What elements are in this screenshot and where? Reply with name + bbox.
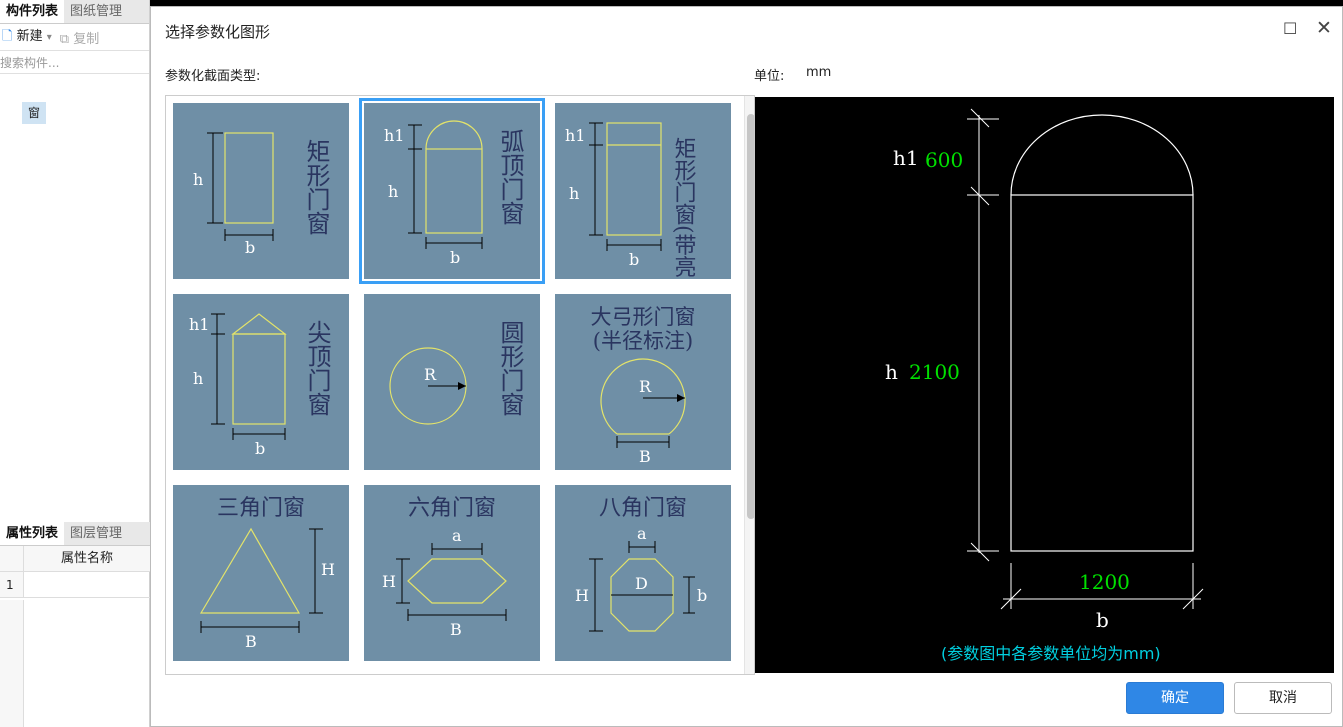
dim-h1: h1 — [565, 126, 585, 145]
shape-tile-triangle[interactable]: H B 三角门窗 — [173, 485, 349, 661]
preview-unit-note: (参数图中各参数单位均为mm) — [941, 644, 1161, 663]
component-panel: 构件列表 图纸管理 🗋 新建 ▾ ⧉ 复制 搜索构件... 窗 属性列表 图层管… — [0, 0, 150, 727]
shape-title: 三角门窗 — [217, 496, 305, 521]
preview-h1-value: 600 — [925, 148, 963, 172]
dim-b: b — [697, 586, 707, 605]
scrollbar-thumb[interactable] — [747, 114, 754, 519]
new-label: 新建 — [16, 29, 43, 44]
dim-B: B — [639, 447, 651, 466]
dim-b: b — [629, 250, 639, 269]
new-button[interactable]: 🗋 新建 ▾ — [2, 25, 52, 49]
component-tabs: 构件列表 图纸管理 — [0, 0, 149, 24]
shape-title: 六角门窗 — [408, 496, 496, 521]
property-tabs: 属性列表 图层管理 — [0, 522, 150, 546]
rect-transom-shape-diagram: h1 h b 矩形门窗(带亮子) — [565, 122, 697, 279]
tree-item-window[interactable]: 窗 — [22, 102, 46, 124]
shape-title: 圆形门窗 — [496, 320, 524, 416]
background-canvas-strip — [150, 0, 1343, 6]
section-type-label: 参数化截面类型: — [165, 69, 261, 84]
shape-subtitle: (半径标注) — [593, 329, 693, 353]
tab-drawing-manage[interactable]: 图纸管理 — [70, 4, 123, 19]
dialog-title: 选择参数化图形 — [165, 23, 271, 41]
dim-H: H — [382, 572, 396, 591]
index-gutter — [0, 600, 24, 727]
unit-value: mm — [806, 65, 832, 80]
dim-h1: h1 — [384, 126, 404, 145]
ok-button[interactable]: 确定 — [1126, 682, 1224, 714]
component-search-input[interactable]: 搜索构件... — [0, 50, 149, 74]
shape-title: 八角门窗 — [599, 496, 687, 521]
dim-R: R — [639, 377, 652, 396]
dim-h: h — [569, 184, 579, 203]
dim-b: b — [245, 238, 255, 257]
property-panel: 属性列表 图层管理 属性名称 1 — [0, 522, 150, 598]
dim-b: b — [450, 248, 460, 267]
property-name-header: 属性名称 — [60, 551, 113, 566]
dim-R: R — [424, 365, 437, 384]
property-name-cell[interactable] — [24, 572, 150, 597]
unit-label: 单位: — [754, 69, 785, 84]
copy-icon: ⧉ — [59, 31, 70, 47]
preview-h1-label: h1 — [893, 146, 919, 170]
dim-B: B — [245, 632, 257, 651]
shape-tile-pointed-top[interactable]: h1 h b 尖顶门窗 — [173, 294, 349, 470]
hexagon-shape-diagram: a H B 六角门窗 — [382, 496, 507, 639]
copy-button[interactable]: ⧉ 复制 — [60, 28, 99, 47]
pointed-top-shape-diagram: h1 h b 尖顶门窗 — [189, 313, 331, 458]
property-table-header: 属性名称 — [0, 546, 150, 572]
shape-tile-rect-transom[interactable]: h1 h b 矩形门窗(带亮子) — [555, 103, 731, 279]
dim-h: h — [193, 170, 203, 189]
close-icon[interactable]: ✕ — [1316, 17, 1332, 39]
dim-B: B — [450, 620, 462, 639]
table-row[interactable]: 1 — [0, 572, 150, 598]
preview-diagram: h1 600 h 2100 1200 b (参数图中各参数单位均为mm) — [885, 108, 1204, 663]
dim-D: D — [635, 574, 648, 593]
preview-h-label: h — [885, 360, 898, 384]
shape-tile-rect[interactable]: h b 矩形门窗 — [173, 103, 349, 279]
arc-top-shape-diagram: h1 h b 弧顶门窗 — [384, 120, 524, 267]
shape-title: 大弓形门窗 — [591, 305, 696, 329]
tab-layer-manage[interactable]: 图层管理 — [70, 526, 123, 541]
component-toolbar: 🗋 新建 ▾ ⧉ 复制 — [0, 24, 149, 50]
copy-label: 复制 — [73, 31, 100, 47]
rect-shape-diagram: h b 矩形门窗 — [193, 132, 330, 257]
shape-tile-hexagon[interactable]: a H B 六角门窗 — [364, 485, 540, 661]
row-index: 1 — [0, 572, 24, 597]
dim-a: a — [452, 526, 462, 545]
dim-h: h — [388, 182, 398, 201]
shape-tile-arc-top[interactable]: h1 h b 弧顶门窗 — [359, 98, 545, 284]
shape-preview: h1 600 h 2100 1200 b (参数图中各参数单位均为mm) — [755, 97, 1334, 673]
shape-grid: h b 矩形门窗 h1 h b 弧顶门窗 — [165, 95, 755, 675]
dim-H: H — [321, 560, 335, 579]
shape-tile-octagon[interactable]: a H D b 八角门窗 — [555, 485, 731, 661]
shape-title: 尖顶门窗 — [303, 320, 331, 416]
tab-component-list[interactable]: 构件列表 — [0, 0, 65, 23]
shape-tile-bow[interactable]: R B 大弓形门窗 (半径标注) — [555, 294, 731, 470]
shape-title: 矩形门窗(带亮子) — [671, 137, 697, 279]
dim-a: a — [637, 524, 647, 543]
dim-b: b — [255, 439, 265, 458]
dim-H: H — [575, 586, 589, 605]
cancel-button[interactable]: 取消 — [1234, 682, 1332, 714]
index-column-header — [0, 546, 24, 571]
shape-title: 弧顶门窗 — [496, 129, 524, 225]
chevron-down-icon[interactable]: ▾ — [46, 32, 52, 43]
shape-tile-circle[interactable]: R 圆形门窗 — [364, 294, 540, 470]
preview-b-value: 1200 — [1079, 570, 1130, 594]
preview-b-label: b — [1096, 608, 1109, 632]
preview-h-value: 2100 — [909, 360, 960, 384]
dim-h1: h1 — [189, 315, 209, 334]
shape-grid-scrollbar[interactable] — [744, 96, 754, 674]
dim-h: h — [193, 369, 203, 388]
shape-title: 矩形门窗 — [302, 139, 330, 235]
maximize-icon[interactable]: ☐ — [1283, 19, 1298, 38]
parametric-shape-dialog: 选择参数化图形 ☐ ✕ 参数化截面类型: 单位: mm h b 矩形门窗 — [150, 6, 1343, 727]
octagon-shape-diagram: a H D b 八角门窗 — [575, 496, 707, 632]
triangle-shape-diagram: H B 三角门窗 — [199, 496, 335, 651]
tab-property-list[interactable]: 属性列表 — [0, 522, 65, 545]
circle-shape-diagram: R 圆形门窗 — [389, 320, 524, 425]
bow-shape-diagram: R B 大弓形门窗 (半径标注) — [591, 305, 696, 466]
new-file-icon: 🗋 — [2, 29, 13, 44]
